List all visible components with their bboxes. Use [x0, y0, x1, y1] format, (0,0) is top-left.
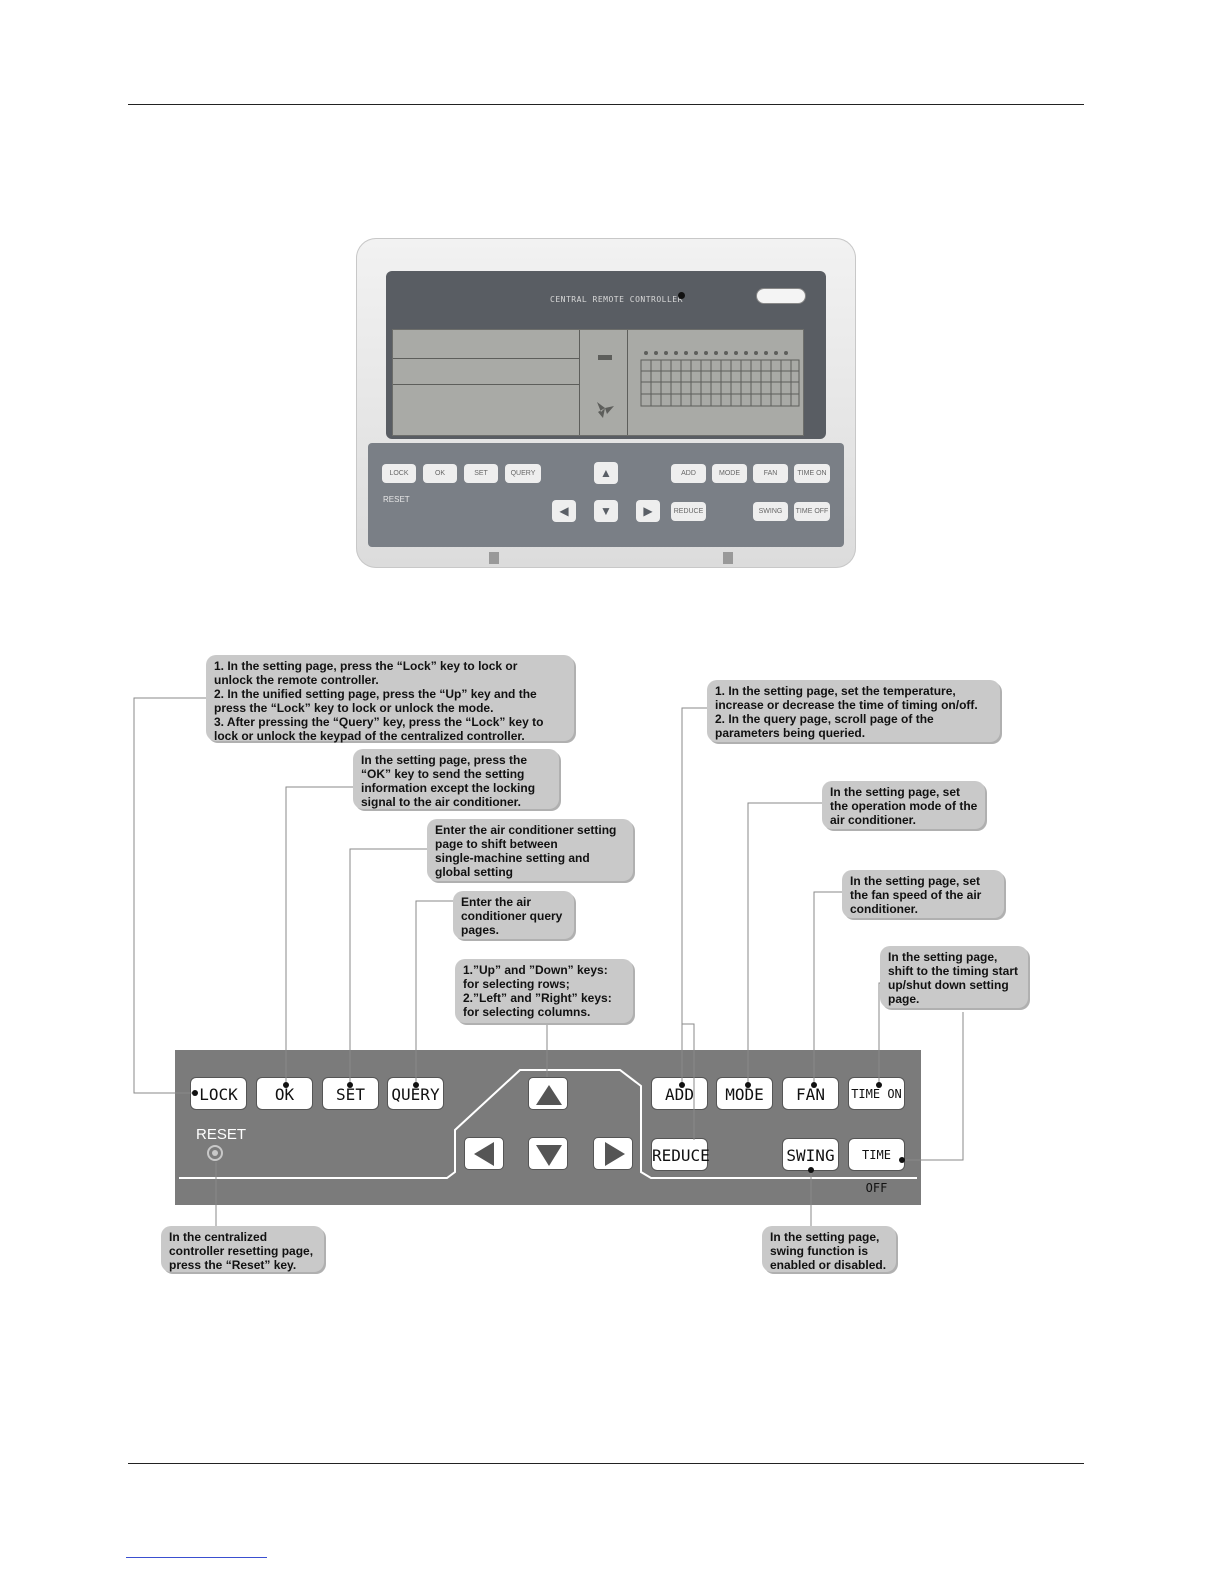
photo-keypad [368, 443, 844, 547]
reset-button[interactable] [207, 1145, 223, 1161]
photo-right-key: ▶ [636, 500, 660, 522]
note-lock: 1. In the setting page, press the “Lock”… [206, 655, 574, 743]
lock-button[interactable]: LOCK [190, 1077, 247, 1110]
sensor-window [756, 288, 806, 304]
time-off-button[interactable]: TIME OFF [848, 1138, 905, 1195]
indicator-led [678, 292, 685, 299]
photo-key-fan: FAN [753, 464, 788, 483]
query-button[interactable]: QUERY [387, 1077, 444, 1110]
note-ok: In the setting page, press the“OK” key t… [353, 749, 559, 809]
controller-photo: CENTRAL REMOTE CONTROLLER [356, 238, 856, 568]
note-arrows: 1.”Up” and ”Down” keys:for selecting row… [455, 959, 633, 1023]
photo-key-reduce: REDUCE [671, 502, 706, 521]
footer-link-underline [126, 1557, 267, 1558]
photo-key-lock: LOCK [382, 464, 416, 483]
note-timing: In the setting page,shift to the timing … [880, 946, 1028, 1008]
photo-key-swing: SWING [753, 502, 788, 521]
photo-key-time-off: TIME OFF [794, 502, 830, 521]
arrow-right-icon [605, 1142, 625, 1166]
photo-left-key: ◀ [552, 500, 576, 522]
reset-label: RESET [196, 1126, 247, 1143]
photo-key-add: ADD [671, 464, 706, 483]
header-rule [128, 104, 1084, 105]
add-button[interactable]: ADD [651, 1077, 708, 1110]
mount-clip-left [489, 552, 499, 564]
keypad-panel: RESET LOCK OK SET QUERY ADD MODE FAN TIM… [175, 1050, 921, 1205]
arrow-down-icon [536, 1145, 562, 1166]
photo-up-key: ▲ [594, 462, 618, 484]
photo-key-ok: OK [423, 464, 457, 483]
photo-key-mode: MODE [712, 464, 747, 483]
screen-title: CENTRAL REMOTE CONTROLLER [550, 295, 683, 304]
down-button[interactable] [528, 1137, 568, 1170]
mount-clip-right [723, 552, 733, 564]
panel-outline [179, 1069, 917, 1179]
reduce-button[interactable]: REDUCE [651, 1138, 710, 1171]
up-button[interactable] [528, 1077, 568, 1110]
lcd-display [392, 329, 804, 436]
photo-down-key: ▼ [594, 500, 618, 522]
photo-key-time-on: TIME ON [794, 464, 830, 483]
right-button[interactable] [593, 1137, 633, 1170]
note-add-reduce: 1. In the setting page, set the temperat… [707, 680, 1000, 742]
arrow-up-icon [536, 1085, 562, 1105]
photo-reset-label: RESET [383, 495, 410, 504]
arrow-left-icon [474, 1142, 494, 1166]
footer-rule [128, 1463, 1084, 1464]
fan-button[interactable]: FAN [782, 1077, 839, 1110]
mode-button[interactable]: MODE [716, 1077, 773, 1110]
left-button[interactable] [464, 1137, 504, 1170]
lcd-grid [597, 351, 800, 418]
time-on-button[interactable]: TIME ON [848, 1077, 905, 1110]
photo-key-query: QUERY [505, 464, 541, 483]
photo-key-set: SET [464, 464, 498, 483]
